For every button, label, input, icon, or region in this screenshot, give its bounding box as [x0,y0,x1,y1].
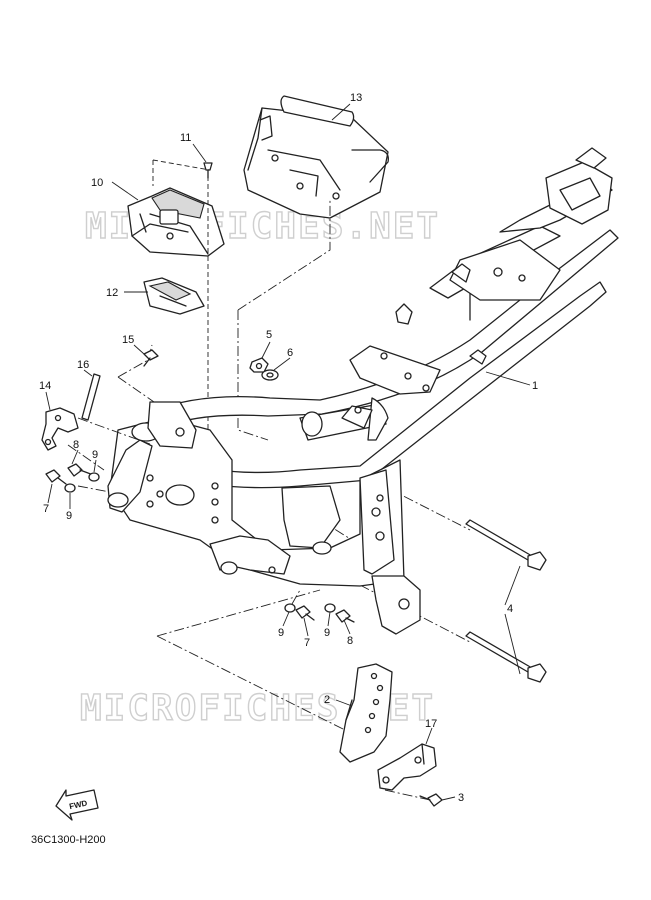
callout-7-left: 7 [43,503,49,515]
part-13-cover [243,95,389,219]
callout-2: 2 [324,694,330,706]
callout-15: 15 [122,334,134,346]
part-16-rod [81,373,101,421]
callout-12: 12 [106,287,118,299]
part-11-screw [203,162,213,179]
part-6-washer [261,369,279,381]
part-7-bolt-lower [295,605,315,621]
part-9-washer-lower-a [284,603,296,613]
callout-9-lower-b: 9 [324,627,330,639]
callout-numbers: 13 11 10 12 15 16 14 5 6 1 8 9 7 9 9 7 9… [39,92,538,804]
callout-9-left-lower: 9 [66,510,72,522]
part-9-washer-left-lower [64,483,76,493]
callout-8-left: 8 [73,439,79,451]
callout-11: 11 [180,132,191,144]
part-15-bolt [143,349,159,367]
part-12-holder [143,277,205,315]
part-8-bolt-lower [335,609,355,623]
part-5-nut [249,357,269,373]
part-7-bolt-left [45,469,67,485]
callout-10: 10 [91,177,103,189]
callout-13: 13 [350,92,362,104]
diagram-code: 36C1300-H200 [31,834,106,846]
part-14-bracket [41,407,151,451]
leader-lines [45,103,531,801]
callout-3: 3 [458,792,464,804]
part-1-main-frame [107,147,619,635]
callout-7-lower: 7 [304,637,310,649]
fwd-arrow-icon: FWD [55,789,99,821]
part-3-bolt [419,793,443,807]
callout-16: 16 [77,359,89,371]
fwd-label: FWD [68,799,88,812]
callout-9-lower-a: 9 [278,627,284,639]
part-9-washer-left-upper [88,472,100,482]
part-2-plate [339,663,393,763]
callout-14: 14 [39,380,51,392]
callout-4: 4 [507,603,513,615]
part-4-long-bolt-lower [465,631,547,683]
callout-6: 6 [287,347,293,359]
callout-8-lower: 8 [347,635,353,647]
part-9-washer-lower-b [324,603,336,613]
part-4-long-bolt-upper [465,519,547,571]
callout-1: 1 [532,380,538,392]
callout-17: 17 [425,718,437,730]
part-17-bracket [377,743,437,791]
callout-9-left-upper: 9 [92,449,98,461]
part-10-battery-cover [127,187,225,257]
callout-5: 5 [266,329,272,341]
